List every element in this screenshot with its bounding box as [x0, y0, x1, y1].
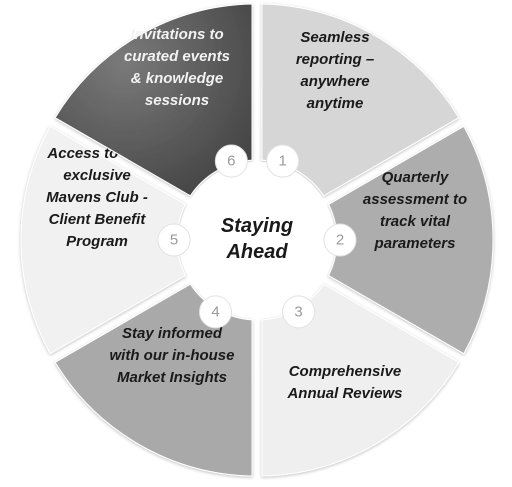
- segment-4-text-line: Market Insights: [117, 369, 227, 386]
- badge-4: 4: [199, 295, 232, 329]
- badge-number: 1: [278, 153, 286, 170]
- segment-5-text-line: exclusive: [63, 167, 131, 184]
- segment-1-text-line: reporting –: [296, 51, 374, 68]
- badge-3: 3: [282, 295, 315, 329]
- segment-2-text-line: parameters: [374, 235, 456, 252]
- segment-6: Invitations to curated events & knowledge s…: [54, 3, 253, 197]
- badge-number: 4: [211, 303, 219, 320]
- badge-6: 6: [214, 144, 248, 178]
- center-title-line2: Ahead: [225, 241, 288, 263]
- segment-shape: [54, 3, 253, 197]
- badge-circle: [282, 295, 315, 329]
- segment-6-text-line: Invitations to: [130, 26, 223, 43]
- center-hub: Staying Ahead: [179, 162, 335, 318]
- number-badges: 1 2 3 4 5 6: [157, 144, 357, 329]
- segment-4-text-line: Stay informed: [122, 325, 223, 342]
- badge-number: 3: [294, 303, 302, 320]
- badge-circle: [266, 144, 300, 178]
- segment-5-text-line: Mavens Club -: [46, 189, 148, 206]
- segment-6-text-line: & knowledge: [131, 70, 224, 87]
- center-title-line1: Staying: [221, 215, 293, 237]
- segment-5-text-line: Program: [66, 233, 128, 250]
- badge-2: 2: [323, 223, 357, 257]
- badge-5: 5: [157, 223, 191, 257]
- center-circle: [179, 162, 335, 318]
- badge-number: 5: [170, 232, 178, 249]
- segment-5-text-line: Client Benefit: [49, 211, 147, 228]
- badge-1: 1: [266, 144, 300, 178]
- segment-1: Seamless reporting – anywhere anytime: [261, 3, 460, 197]
- badge-number: 2: [336, 232, 344, 249]
- segment-2-text-line: assessment to: [363, 191, 467, 208]
- segment-2-text-line: Quarterly: [382, 169, 449, 186]
- segment-6-text-line: sessions: [145, 92, 209, 109]
- badge-circle: [199, 295, 232, 329]
- segment-6-text-line: curated events: [124, 48, 230, 65]
- segment-1-text-line: Seamless: [300, 29, 369, 46]
- badge-number: 6: [227, 153, 235, 170]
- segment-3-text-line: Comprehensive: [289, 363, 402, 380]
- segment-1-text-line: anytime: [307, 95, 364, 112]
- segment-1-text-line: anywhere: [300, 73, 369, 90]
- segment-3-text-line: Annual Reviews: [286, 385, 402, 402]
- segment-4-text-line: with our in-house: [110, 347, 235, 364]
- badge-circle: [323, 223, 357, 257]
- segments-layer: Seamless reporting – anywhere anytimeQuarte…: [20, 3, 494, 477]
- badge-circle: [157, 223, 191, 257]
- segment-2-text-line: track vital: [380, 213, 451, 230]
- badge-circle: [214, 144, 248, 178]
